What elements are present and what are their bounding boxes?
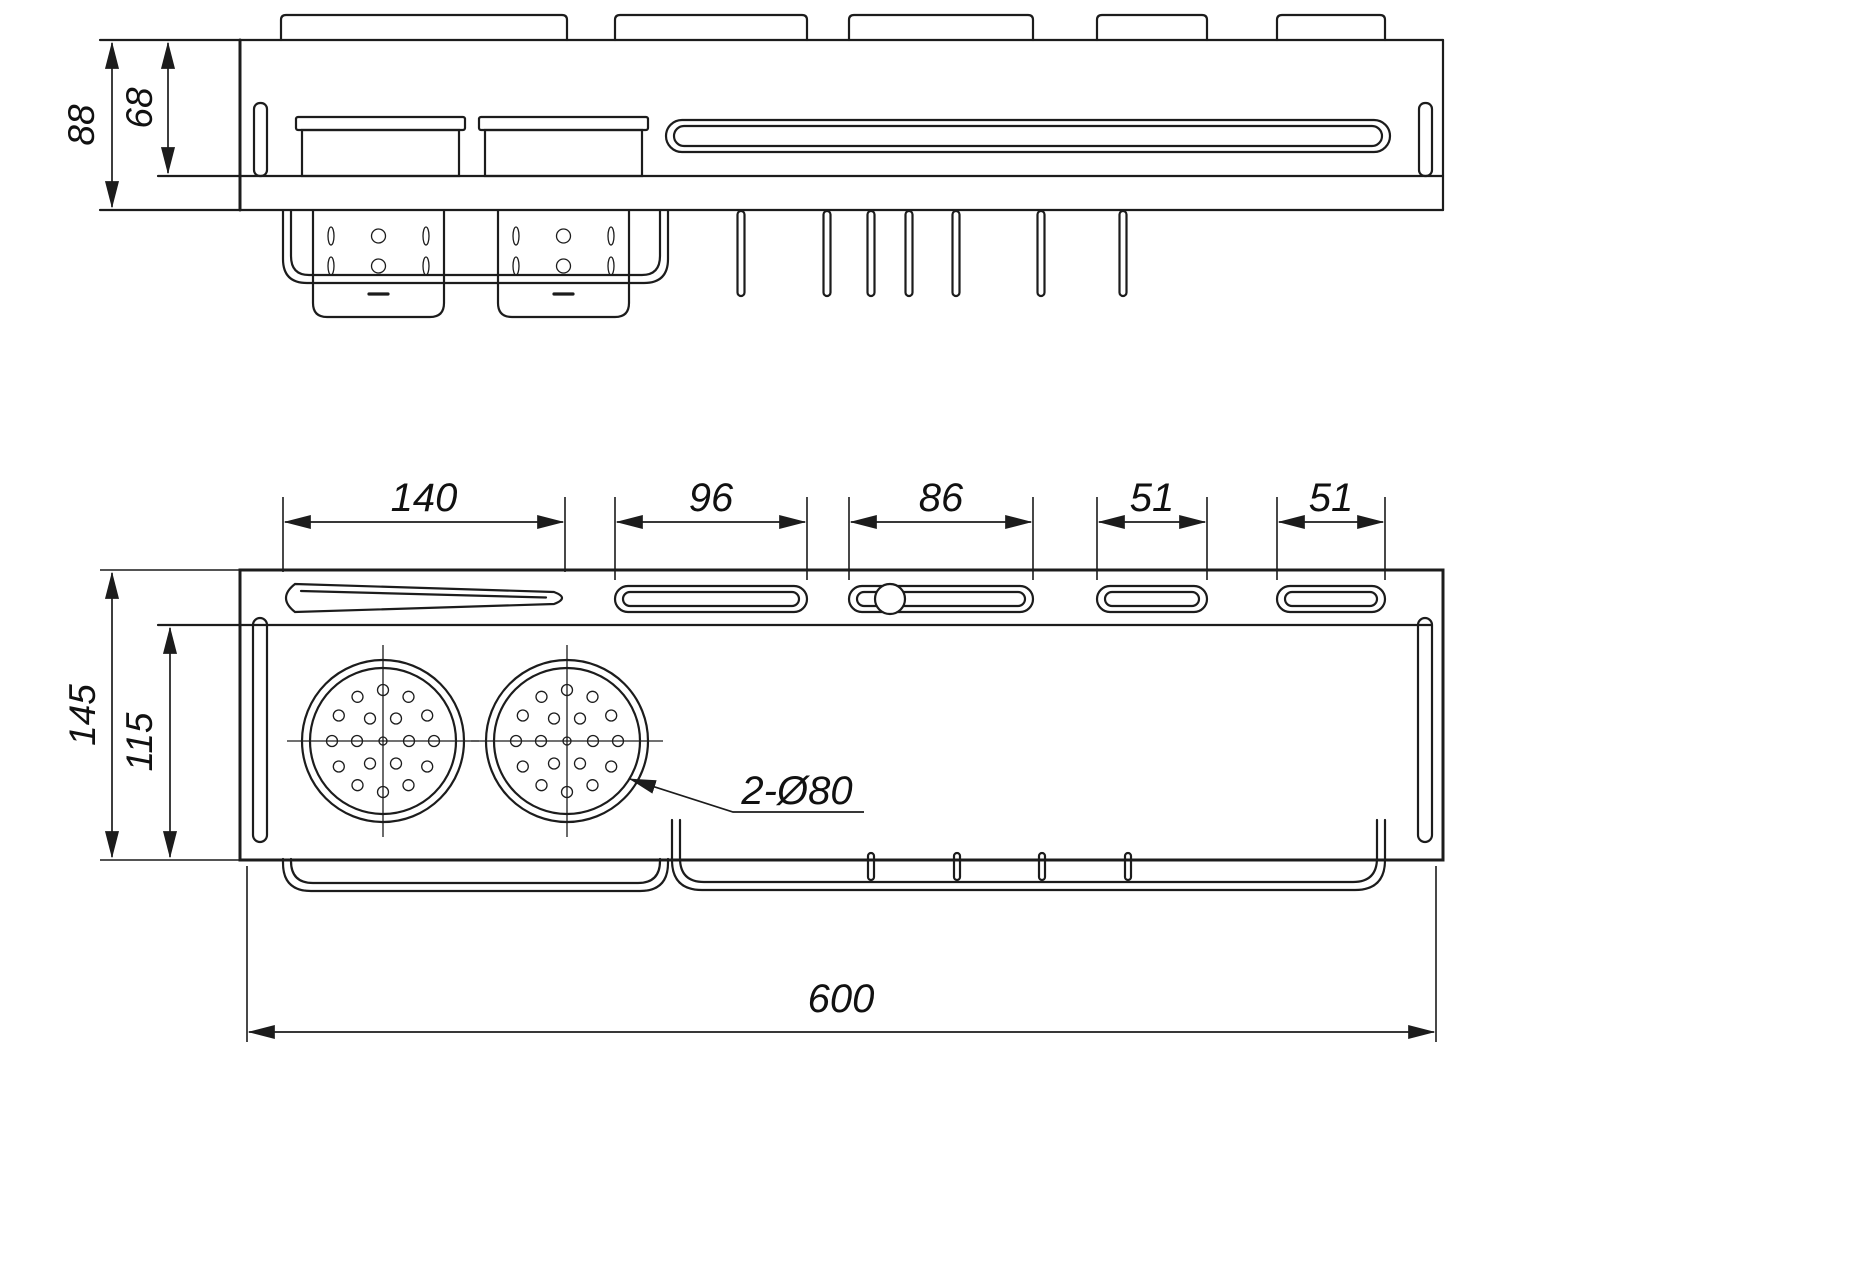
front-side-rail-ends (252, 101, 1434, 178)
front-view: 88 68 (61, 13, 1445, 319)
plan-towel-bar (670, 818, 1387, 892)
dim-51-right: 51 (1276, 476, 1386, 580)
plan-hook-ticks (866, 851, 1133, 882)
dim-140: 140 (282, 476, 566, 572)
front-top-tabs (279, 13, 1387, 42)
dim-115-label: 115 (119, 712, 160, 771)
dim-600: 600 (246, 866, 1437, 1042)
dim-68: 68 (119, 41, 176, 175)
front-hooks (736, 209, 1128, 298)
front-basket-rail (281, 209, 670, 285)
dim-88: 88 (61, 41, 120, 209)
dim-145-label: 145 (62, 684, 103, 746)
front-basket-2 (496, 209, 631, 319)
plan-knife-slot (284, 582, 564, 614)
dim-600-label: 600 (808, 977, 875, 1021)
front-basket-1 (311, 209, 446, 319)
plan-slot-51-right (1275, 584, 1387, 614)
front-long-rail (664, 118, 1392, 154)
front-cup-holder-2 (477, 115, 650, 178)
dim-96: 96 (614, 476, 808, 580)
plan-slot-96 (613, 584, 809, 614)
plan-side-rails (251, 616, 1434, 844)
dim-51-right-label: 51 (1309, 476, 1354, 520)
dim-88-label: 88 (61, 104, 102, 146)
dim-86: 86 (848, 476, 1034, 580)
plan-slot-51-left (1095, 584, 1209, 614)
hole-callout-label: 2-Ø80 (740, 769, 852, 813)
dim-86-label: 86 (919, 476, 964, 520)
plan-hole-plate-1 (285, 643, 481, 839)
front-cup-holder-1 (294, 115, 467, 178)
dim-96-label: 96 (689, 476, 734, 520)
plan-slot-86 (847, 582, 1035, 616)
dim-51-left: 51 (1096, 476, 1208, 580)
dim-145: 145 (62, 571, 120, 859)
hole-callout: 2-Ø80 (628, 769, 864, 813)
dim-51-left-label: 51 (1130, 476, 1175, 520)
plan-bottom-basket-rail (281, 857, 670, 893)
dim-140-label: 140 (391, 476, 458, 520)
dim-68-label: 68 (119, 87, 160, 129)
plan-body-outline (100, 568, 1445, 862)
plan-hole-plate-2 (469, 643, 665, 839)
basket-2-perforations (512, 226, 615, 276)
plan-view: 2-Ø80 140 96 86 (62, 476, 1445, 1042)
basket-1-perforations (327, 226, 430, 276)
dim-115: 115 (119, 626, 178, 859)
